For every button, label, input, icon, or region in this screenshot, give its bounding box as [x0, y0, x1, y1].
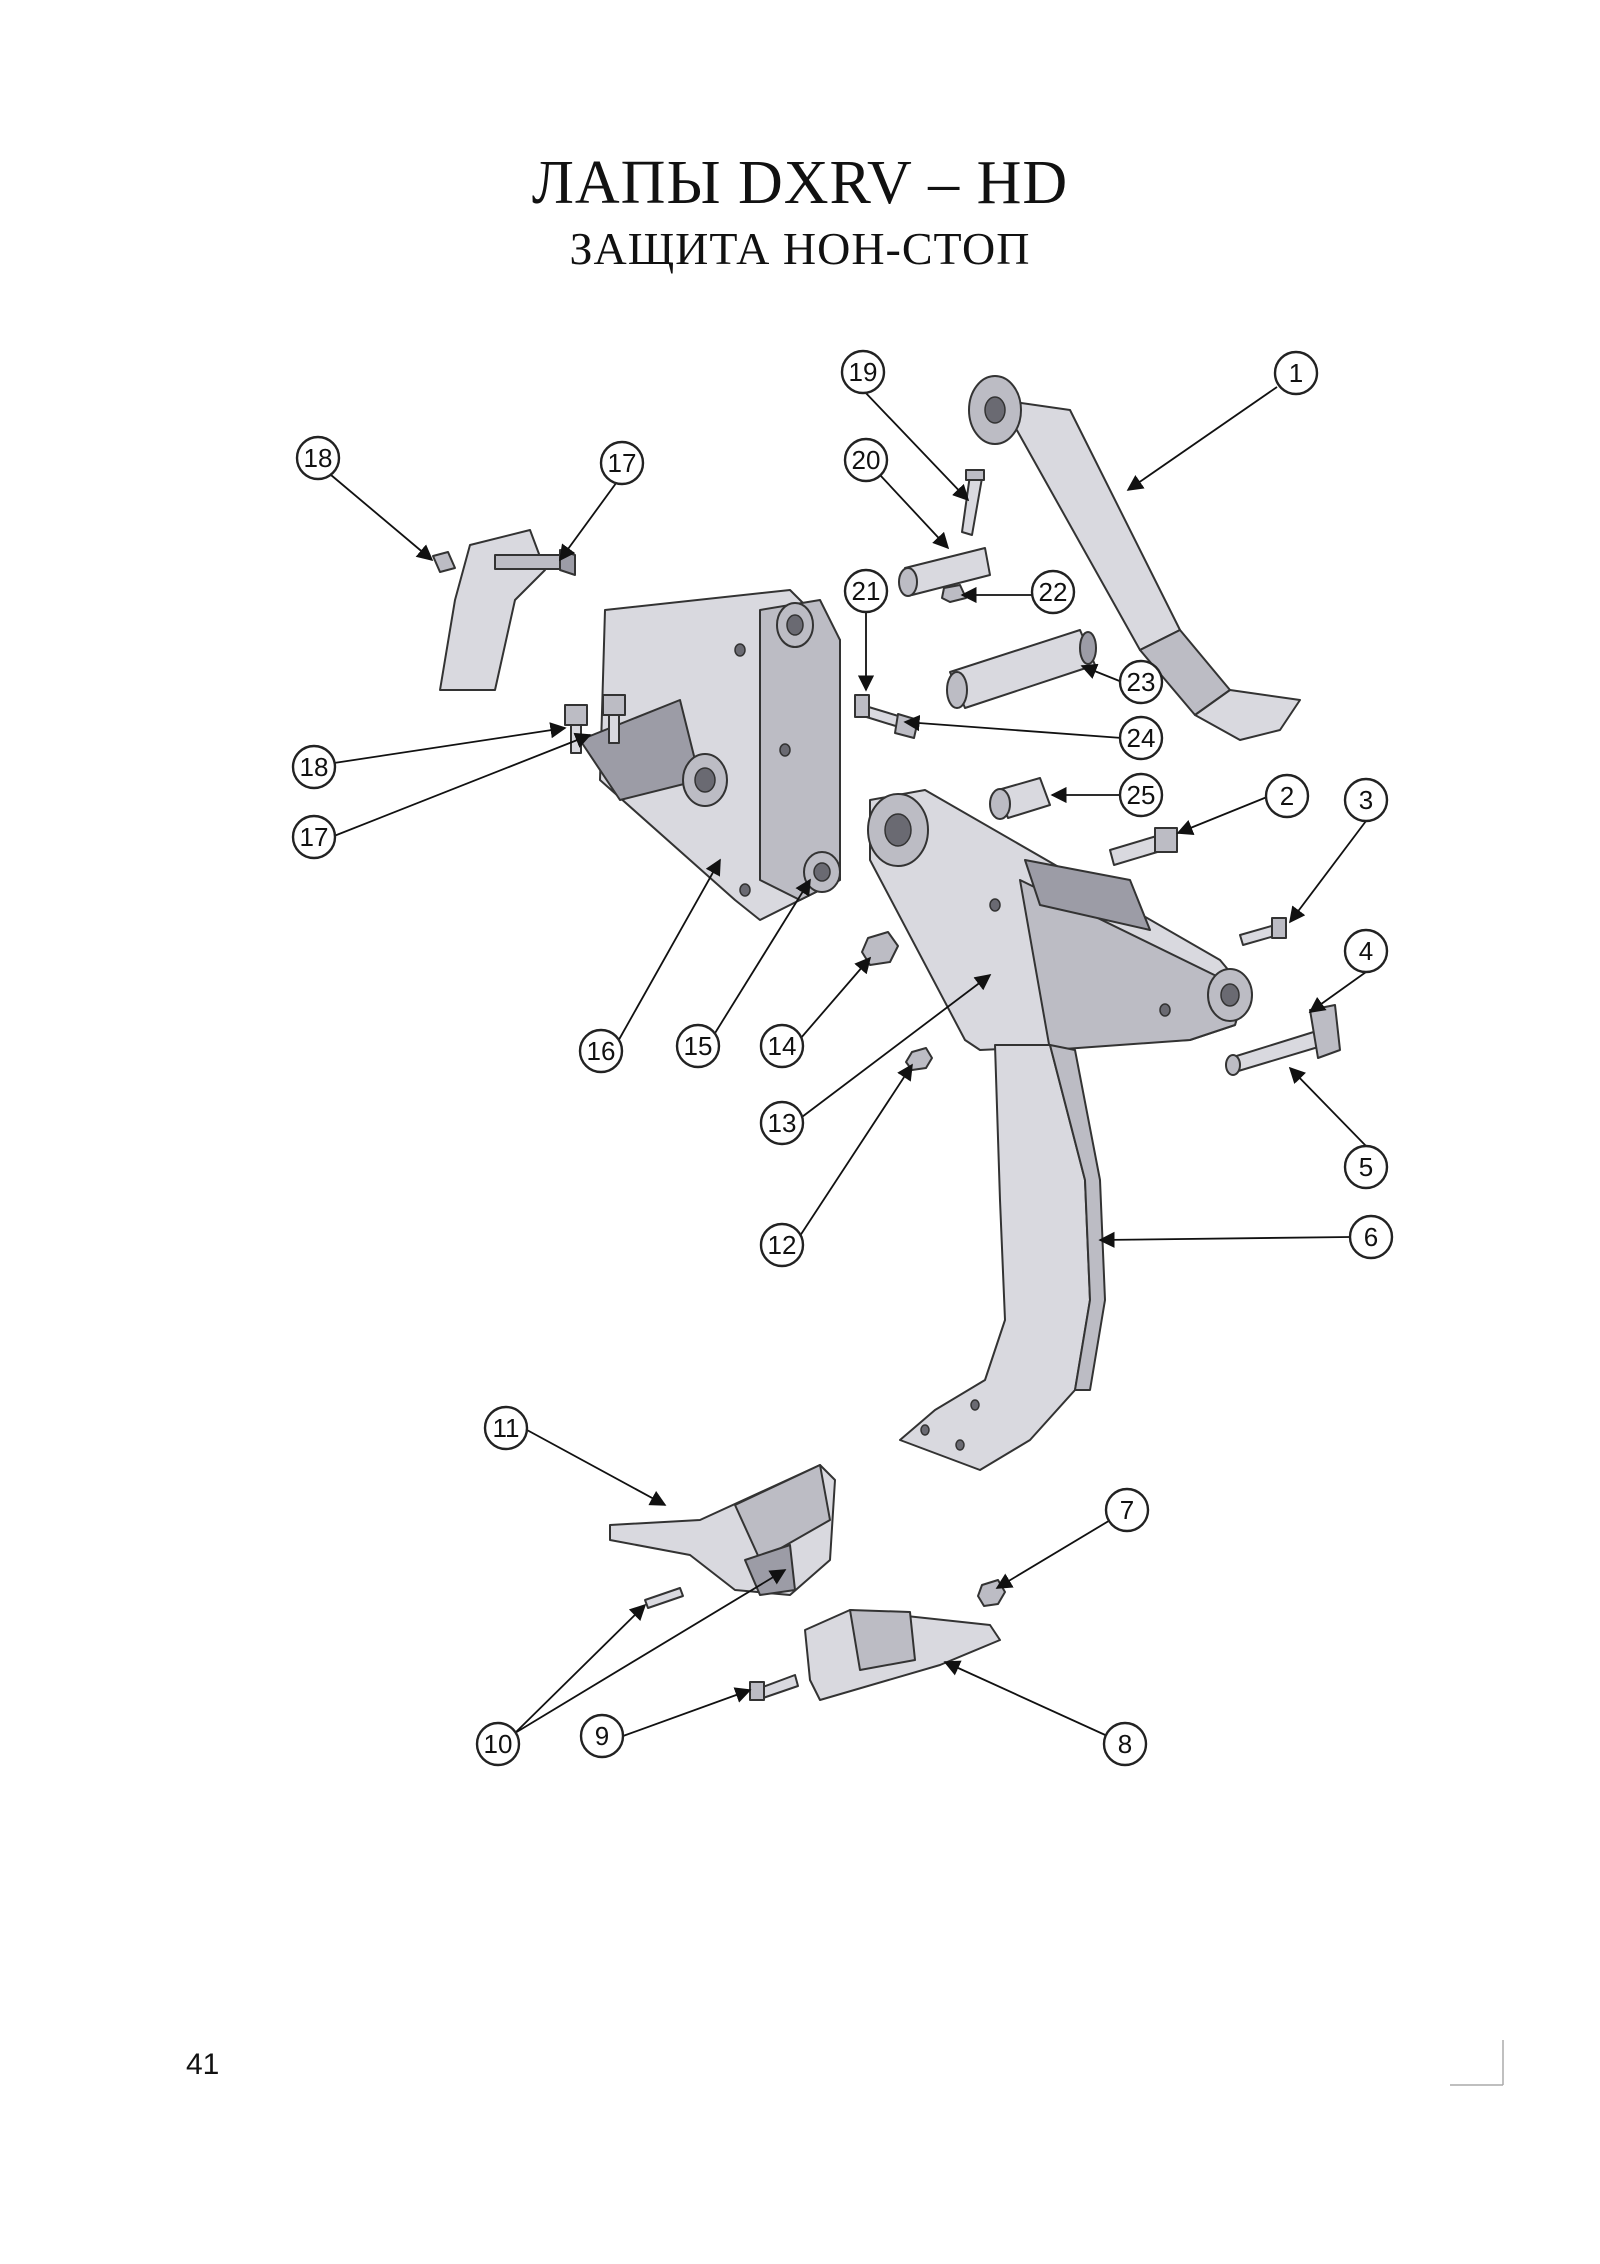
- callout-7: 7: [1104, 1487, 1150, 1533]
- callout-18-top: 18: [295, 435, 341, 481]
- svg-text:12: 12: [768, 1230, 797, 1260]
- page-number: 41: [186, 2048, 220, 2081]
- part-bushing-25: [989, 777, 1051, 820]
- callout-10: 10: [475, 1721, 521, 1767]
- part-main-bracket: [579, 589, 841, 921]
- svg-text:5: 5: [1359, 1152, 1373, 1182]
- leader-lines: [330, 386, 1367, 1745]
- part-pin-23: [946, 629, 1097, 709]
- callout-11: 11: [483, 1405, 529, 1451]
- part-bolt-3: [1239, 917, 1287, 946]
- callout-9: 9: [579, 1713, 625, 1759]
- svg-text:2: 2: [1280, 781, 1294, 811]
- callout-17-left: 17: [291, 814, 337, 860]
- callout-4: 4: [1343, 928, 1389, 974]
- callout-22: 22: [1030, 569, 1076, 615]
- callout-16: 16: [578, 1028, 624, 1074]
- part-bolt-2: [1109, 827, 1178, 866]
- svg-text:19: 19: [849, 357, 878, 387]
- callout-18-left: 18: [291, 744, 337, 790]
- svg-text:8: 8: [1118, 1729, 1132, 1759]
- callout-19: 19: [840, 349, 886, 395]
- part-small-bracket: [432, 529, 576, 691]
- svg-text:20: 20: [852, 445, 881, 475]
- svg-text:10: 10: [484, 1729, 513, 1759]
- page-title: ЛАПЫ DXRV – HD: [531, 149, 1069, 217]
- part-pin-19: [961, 469, 985, 536]
- svg-text:9: 9: [595, 1721, 609, 1751]
- callout-3: 3: [1343, 777, 1389, 823]
- svg-text:11: 11: [493, 1413, 520, 1443]
- callout-15: 15: [675, 1023, 721, 1069]
- callout-2: 2: [1264, 773, 1310, 819]
- part-cylinder: [968, 375, 1301, 741]
- svg-text:3: 3: [1359, 785, 1373, 815]
- callout-25: 25: [1118, 772, 1164, 818]
- svg-text:13: 13: [768, 1108, 797, 1138]
- svg-text:14: 14: [768, 1031, 797, 1061]
- svg-text:15: 15: [684, 1031, 713, 1061]
- part-nut-7: [977, 1579, 1006, 1607]
- callout-20: 20: [843, 437, 889, 483]
- callout-23: 23: [1118, 659, 1164, 705]
- svg-text:16: 16: [587, 1036, 616, 1066]
- svg-text:23: 23: [1127, 667, 1156, 697]
- svg-text:17: 17: [300, 822, 329, 852]
- page-corner-mark: [1450, 2040, 1504, 2086]
- part-bushing-15: [803, 851, 841, 893]
- callout-14: 14: [759, 1023, 805, 1069]
- svg-text:4: 4: [1359, 936, 1373, 966]
- callout-6: 6: [1348, 1214, 1394, 1260]
- part-pin-4-5: [1225, 1004, 1341, 1076]
- callout-5: 5: [1343, 1144, 1389, 1190]
- callout-24: 24: [1118, 715, 1164, 761]
- callout-1: 1: [1273, 350, 1319, 396]
- callout-12: 12: [759, 1222, 805, 1268]
- part-pin-10: [644, 1587, 684, 1609]
- part-nut-14: [861, 931, 899, 966]
- svg-text:18: 18: [300, 752, 329, 782]
- svg-text:7: 7: [1120, 1495, 1134, 1525]
- callout-21: 21: [843, 568, 889, 614]
- part-share-11: [609, 1464, 836, 1596]
- callout-8: 8: [1102, 1721, 1148, 1767]
- part-bolt-9: [749, 1674, 799, 1701]
- svg-text:17: 17: [608, 448, 637, 478]
- svg-text:18: 18: [304, 443, 333, 473]
- part-nut-22: [941, 584, 967, 603]
- part-tine-6: [899, 1044, 1106, 1471]
- svg-text:1: 1: [1289, 358, 1303, 388]
- callout-17-top: 17: [599, 440, 645, 486]
- part-arm-13: [867, 789, 1253, 1051]
- part-shaft-20: [898, 547, 991, 597]
- part-bolt-21-24: [854, 694, 919, 739]
- part-point-8: [804, 1609, 1001, 1701]
- page-subtitle: ЗАЩИТА НОН-СТОП: [569, 223, 1031, 274]
- callout-13: 13: [759, 1100, 805, 1146]
- svg-text:22: 22: [1039, 577, 1068, 607]
- svg-text:21: 21: [852, 576, 881, 606]
- svg-text:25: 25: [1127, 780, 1156, 810]
- svg-text:6: 6: [1364, 1222, 1378, 1252]
- svg-text:24: 24: [1127, 723, 1156, 753]
